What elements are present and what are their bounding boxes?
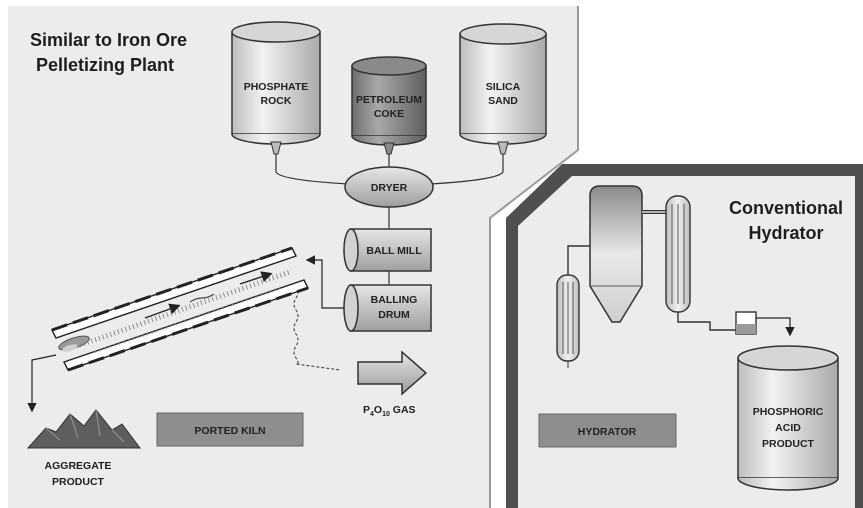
gas-label: P4O10 GAS bbox=[363, 404, 416, 418]
right-heat-exchanger bbox=[665, 195, 691, 313]
aggregate-label-2: PRODUCT bbox=[52, 476, 105, 488]
right-title-line1: Conventional bbox=[729, 198, 843, 218]
phosphate-rock-tank: PHOSPHATE ROCK bbox=[231, 21, 321, 155]
silica-label-1: SILICA bbox=[486, 81, 521, 93]
phosphate-label-1: PHOSPHATE bbox=[244, 81, 309, 93]
gas-line bbox=[293, 285, 341, 371]
left-heat-exchanger bbox=[556, 274, 580, 368]
ported-kiln-label-box: PORTED KILN bbox=[156, 412, 304, 447]
product-label-3: PRODUCT bbox=[762, 438, 815, 450]
petroleum-coke-tank: PETROLEUM COKE bbox=[351, 56, 427, 155]
product-label-2: ACID bbox=[775, 422, 801, 434]
product-label-1: PHOSPHORIC bbox=[753, 406, 824, 418]
hydrator-tower bbox=[589, 185, 643, 323]
aggregate-pile bbox=[26, 409, 141, 449]
balling-drum: BALLING DRUM bbox=[343, 284, 432, 332]
ball-mill: BALL MILL bbox=[343, 228, 432, 272]
right-title-line2: Hydrator bbox=[748, 223, 823, 243]
ported-kiln-label: PORTED KILN bbox=[194, 425, 265, 437]
balling-label-1: BALLING bbox=[371, 294, 418, 306]
dryer: DRYER bbox=[344, 166, 434, 208]
ported-kiln bbox=[51, 246, 309, 372]
petroleum-label-2: COKE bbox=[374, 108, 404, 120]
aggregate-label-1: AGGREGATE bbox=[45, 460, 112, 472]
collection-box bbox=[735, 311, 757, 335]
left-title-line2: Pelletizing Plant bbox=[36, 55, 174, 75]
gas-arrow bbox=[357, 350, 428, 396]
phosphate-label-2: ROCK bbox=[261, 95, 292, 107]
hydrator-label: HYDRATOR bbox=[578, 426, 637, 438]
ball-mill-label: BALL MILL bbox=[366, 245, 422, 257]
petroleum-label-1: PETROLEUM bbox=[356, 94, 422, 106]
silica-label-2: SAND bbox=[488, 95, 518, 107]
hydrator-label-box: HYDRATOR bbox=[538, 413, 677, 448]
dryer-label: DRYER bbox=[371, 182, 408, 194]
silica-sand-tank: SILICA SAND bbox=[459, 23, 547, 155]
left-title-line1: Similar to Iron Ore bbox=[30, 30, 187, 50]
balling-label-2: DRUM bbox=[378, 309, 410, 321]
phosphoric-acid-tank: PHOSPHORIC ACID PRODUCT bbox=[737, 345, 839, 491]
